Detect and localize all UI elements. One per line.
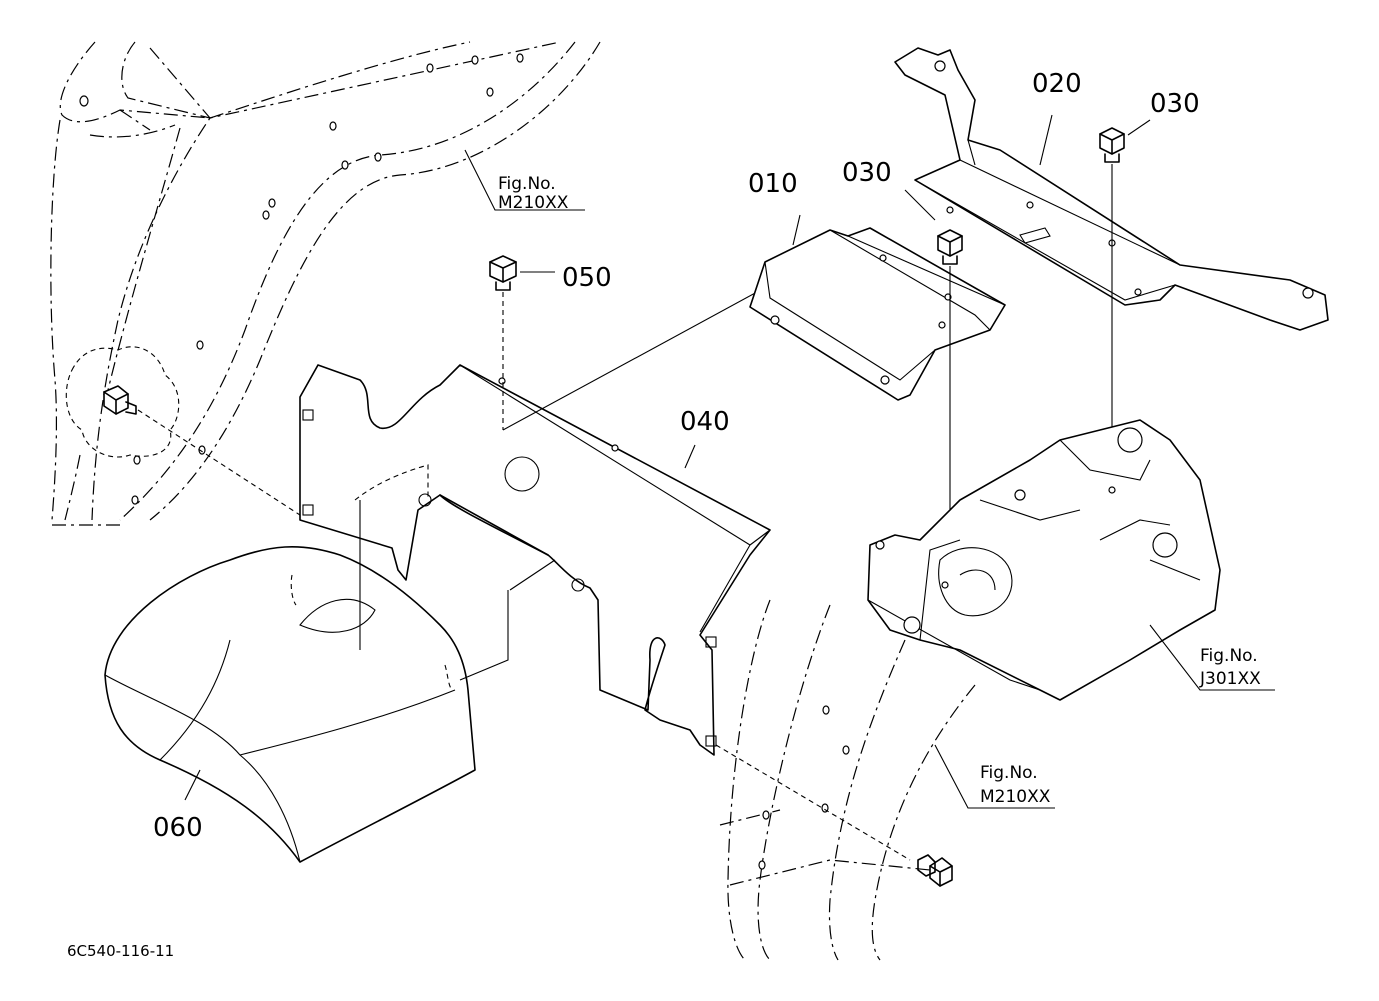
fig-ref-bottom-line2: M210XX (980, 787, 1051, 807)
label-060: 060 (153, 813, 203, 843)
left-fender-frame (50, 41, 601, 526)
fig-ref-bottom-line1: Fig.No. (980, 763, 1038, 783)
label-030-right: 030 (1150, 89, 1200, 119)
label-010: 010 (748, 169, 798, 199)
drawing-code: 6C540-116-11 (67, 942, 174, 960)
bracket-plate-010 (749, 214, 1006, 401)
label-050: 050 (562, 263, 612, 293)
label-030-left: 030 (842, 158, 892, 188)
bolt-050 (489, 255, 771, 431)
fig-ref-right-line1: Fig.No. (1200, 646, 1258, 666)
label-040: 040 (680, 407, 730, 437)
lower-bolt (917, 854, 953, 887)
label-020: 020 (1032, 69, 1082, 99)
shield-panel-040 (299, 364, 771, 756)
fig-ref-right-line2: J301XX (1199, 669, 1261, 689)
fig-ref-top-left-line1: Fig.No. (498, 174, 556, 194)
hydraulic-housing (867, 419, 1275, 701)
seat-cover-060 (104, 546, 476, 863)
lower-fender-frame (715, 599, 1055, 961)
left-bolt (103, 385, 301, 516)
fig-ref-top-left-line2: M210XX (498, 193, 569, 213)
